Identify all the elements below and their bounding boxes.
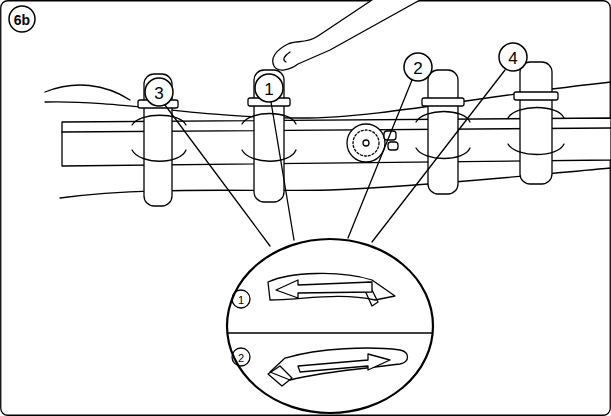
hand: [273, 0, 420, 70]
direction-arrow: [298, 354, 390, 372]
hand-finger: [284, 52, 290, 62]
step-number: 1: [238, 295, 244, 306]
hinge: [347, 124, 385, 162]
step-number: 2: [238, 353, 244, 364]
hinge-pin: [363, 140, 369, 146]
detail-divider: [228, 332, 432, 334]
figure-number: 6b: [14, 13, 30, 27]
strap-loop: [242, 114, 296, 162]
leader-line: [372, 70, 505, 242]
buckle: [514, 92, 558, 100]
buckles: [138, 92, 558, 108]
hinge-dial: [353, 130, 379, 156]
leader-line: [271, 102, 294, 240]
detail-magnifier: [227, 239, 433, 413]
callout-number: 2: [413, 60, 422, 77]
callout-number: 3: [154, 85, 163, 102]
callout-circles: [145, 43, 527, 106]
strap-detail: [268, 273, 395, 300]
step-circle: [232, 348, 250, 366]
figure-badge: [9, 6, 35, 32]
strap-detail: [270, 348, 408, 380]
callout-circle: [499, 43, 527, 71]
limb-contour: [45, 85, 130, 100]
leader-lines: [165, 70, 505, 246]
callout-circle: [145, 78, 173, 106]
buckle-detail: [268, 366, 292, 386]
strap: [428, 70, 458, 194]
leader-line: [348, 80, 412, 238]
direction-arrow: [276, 280, 372, 298]
strap: [520, 62, 552, 184]
strap-loop: [416, 112, 470, 159]
hinge-knob: [388, 142, 398, 150]
step-circle: [232, 290, 250, 308]
leader-line: [165, 105, 270, 246]
strap: [254, 70, 284, 202]
strap-loop: [508, 108, 564, 155]
callout-number: 4: [508, 50, 517, 67]
strap: [144, 74, 172, 206]
straps: [144, 62, 552, 206]
buckle: [422, 98, 464, 106]
callout-circle: [255, 74, 283, 102]
callout-circle: [404, 53, 432, 81]
callout-number: 1: [264, 81, 273, 98]
strap-loops: [132, 108, 564, 162]
